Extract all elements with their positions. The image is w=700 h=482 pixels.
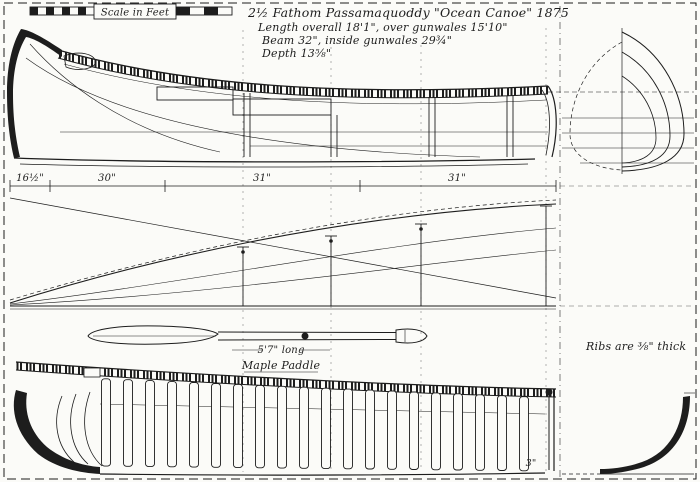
gunwale-band-bottom [16,362,556,397]
scale-segment [204,7,218,15]
rib [189,382,199,468]
rib [365,389,375,470]
thwart-pin [419,227,423,231]
rib [409,391,419,470]
paddle-shaft [217,339,397,341]
gunwale-halfbreadth-dashed [9,199,557,301]
rib [101,378,111,467]
rib [211,383,221,468]
beam-spec: Beam 32", inside gunwales 29¾" [261,34,452,47]
waterline-halfbreadth [9,249,557,306]
ribs-note: Ribs are ⅜" thick [585,340,686,353]
rib [233,383,243,469]
interior-plan: 3" [13,361,557,476]
rib [343,388,353,470]
length-spec: Length overall 18'1", over gunwales 15'1… [257,21,508,34]
scale-segment [78,7,86,15]
rib [277,385,287,469]
bilge-line [29,43,221,153]
bow-thwart-block [83,367,101,378]
station-dimension-line: 16½" 30" 31" 31" [9,173,557,192]
cant-rib [84,391,103,467]
paddle-drawing: 5'7" long Maple Paddle [87,325,428,373]
gunwale-halfbreadth [9,203,557,304]
paddle-grip [395,328,428,344]
stern-height-label: 3" [526,458,537,469]
cant-rib [70,393,89,465]
rib [321,387,331,470]
rib [299,386,309,469]
rib [497,395,507,471]
depth-spec: Depth 13⅝" [261,47,331,60]
section-curve-dashed [569,41,623,171]
scale-segment [46,7,54,15]
section-curve [621,75,657,164]
scale-segment [176,7,190,15]
construction-lines [242,6,694,477]
rib [123,379,133,467]
paddle-shaft [217,331,397,333]
drawing-title: 2½ Fathom Passamaquoddy "Ocean Canoe" 18… [247,5,569,20]
waterline-halfbreadth [9,227,557,305]
gunwale-edge [15,361,557,390]
rib [453,393,463,471]
rib [519,396,529,472]
paddle-length-label: 5'7" long [257,345,304,356]
keel-outer-line [19,163,529,168]
stem-head-detail [63,52,97,70]
rib [255,384,265,469]
dimension-label: 31" [448,173,466,184]
stern-stem [547,85,557,158]
half-breadth-plan [9,197,557,310]
scale-label: Scale in Feet [101,8,170,19]
bow-stem-plan [13,390,100,474]
paddle-caption: Maple Paddle [241,359,321,372]
scale-segment [62,7,70,15]
scale-bar: Scale in Feet [29,3,233,20]
stern-stem-inner [541,89,550,156]
gunwale-end-block [545,388,553,396]
rib [431,392,441,471]
rib [475,394,485,471]
section-curve [621,31,685,172]
section-curve [621,51,671,168]
rib [145,380,155,468]
dimension-label: 16½" [16,173,44,184]
gunwale-band [58,50,548,98]
seat-frame [156,86,234,101]
dimension-label: 31" [253,173,271,184]
paddle-knob [301,332,309,340]
thwart-pin [241,250,245,254]
title-block: 2½ Fathom Passamaquoddy "Ocean Canoe" 18… [247,5,569,60]
stem-profile [600,396,690,474]
keel-line [13,157,536,163]
scale-label-box [93,3,177,20]
inwale-line [57,57,549,99]
dimension-label: 30" [98,173,116,184]
profile-view [7,29,557,168]
cant-rib [56,395,75,463]
rib [167,381,177,468]
body-plan [548,28,694,174]
bow-stem [7,29,62,158]
bilge-line [25,57,481,158]
seat-frame [232,98,332,116]
paddle-blade [87,325,219,345]
hull-bottom-edge [99,472,546,476]
thwart-pin [329,239,333,243]
rib [387,390,397,470]
scale-segment [30,7,38,15]
sheer-line [57,49,549,91]
sheet-border [3,2,697,480]
stem-section: Ribs are ⅜" thick [562,340,695,475]
diagonal-line [9,197,557,299]
